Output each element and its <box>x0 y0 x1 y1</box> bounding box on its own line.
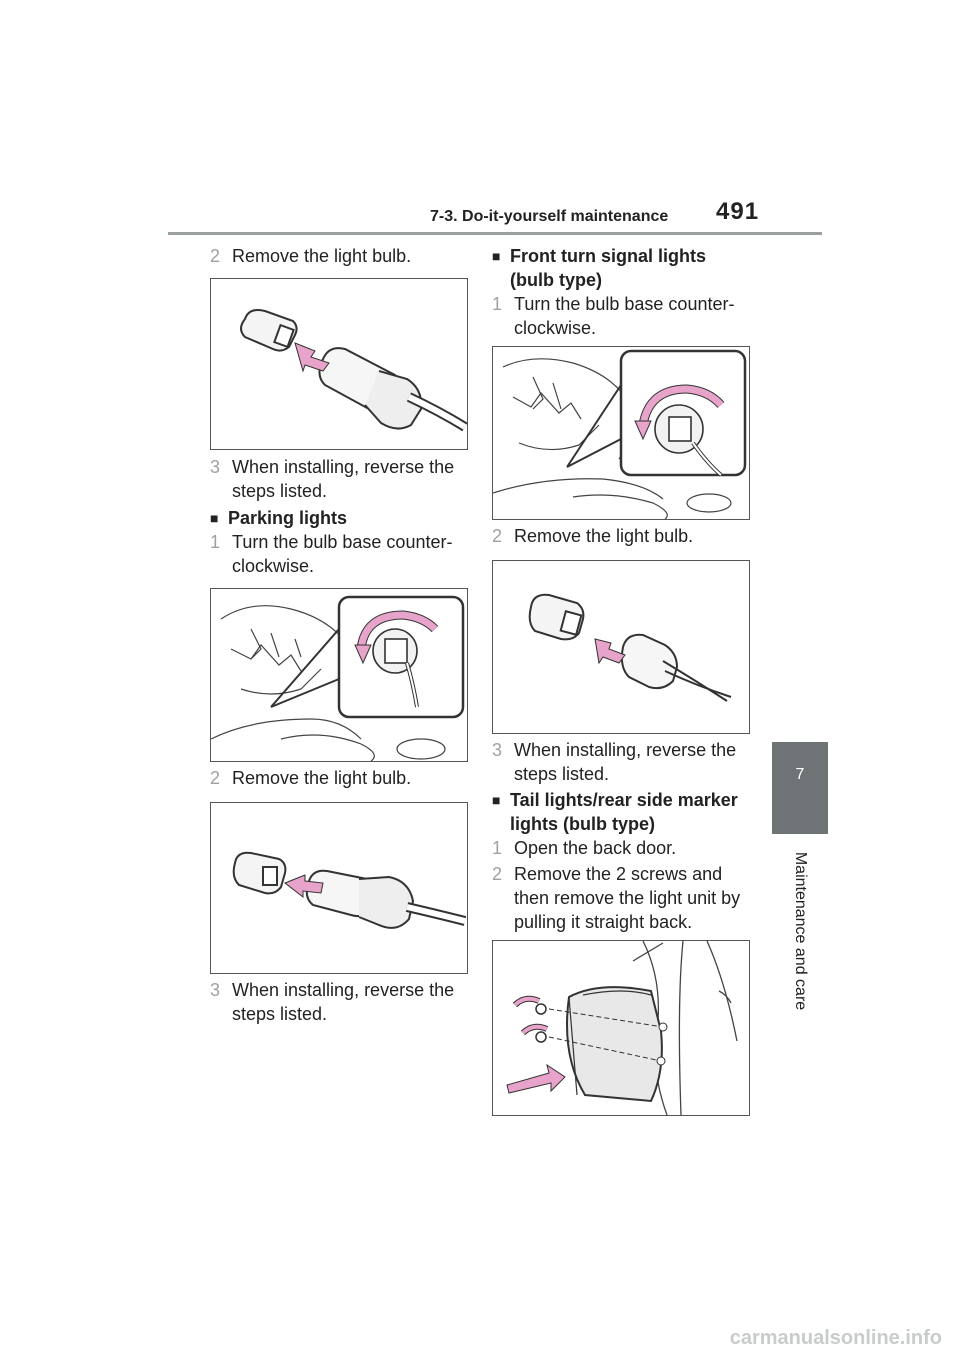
left-step-reverse-2: 3 When installing, reverse the steps list… <box>210 978 470 1026</box>
right-step-open-door: 1 Open the back door. <box>492 836 752 860</box>
heading-text: Parking lights <box>228 508 348 528</box>
heading-text: Front turn signal lights (bulb type) <box>510 246 706 290</box>
left-step-remove-bulb: 2 Remove the light bulb. <box>210 244 470 268</box>
watermark: carmanualsonline.info <box>729 1327 942 1349</box>
right-step-reverse: 3 When installing, reverse the steps list… <box>492 738 752 786</box>
step-text: Open the back door. <box>514 838 677 858</box>
chapter-label-container: Maintenance and care <box>772 846 828 1016</box>
right-step-remove-bulb: 2 Remove the light bulb. <box>492 524 752 548</box>
figure-remove-bulb-1 <box>210 278 468 450</box>
right-heading-tail: ■ Tail lights/rear side marker lights (bu… <box>492 788 752 836</box>
step-text: When installing, reverse the steps liste… <box>514 740 737 784</box>
left-step-reverse-1: 3 When installing, reverse the steps list… <box>210 455 470 503</box>
step-text: Remove the light bulb. <box>514 526 694 546</box>
step-text: Turn the bulb base counter-clockwise. <box>514 294 735 338</box>
left-step-turn-base: 1 Turn the bulb base counter-clockwise. <box>210 530 470 578</box>
step-number: 1 <box>492 838 503 858</box>
left-step-remove-bulb-2: 2 Remove the light bulb. <box>210 766 470 790</box>
step-number: 1 <box>492 294 503 314</box>
heading-bullet-icon: ■ <box>492 792 501 808</box>
figure-front-turn-base <box>492 346 750 520</box>
figure-tail-light-removal <box>492 940 750 1116</box>
step-number: 2 <box>210 246 221 266</box>
heading-bullet-icon: ■ <box>492 248 501 264</box>
figure-parking-turn-base <box>210 588 468 762</box>
step-number: 3 <box>492 740 503 760</box>
section-title: 7-3. Do-it-yourself maintenance <box>430 208 669 225</box>
header-divider <box>168 232 822 235</box>
heading-bullet-icon: ■ <box>210 510 219 526</box>
step-text: When installing, reverse the steps liste… <box>232 457 455 501</box>
right-heading-front-turn: ■ Front turn signal lights (bulb type) <box>492 244 752 292</box>
step-text: Remove the light bulb. <box>232 768 412 788</box>
heading-text: Tail lights/rear side marker lights (bul… <box>510 790 738 834</box>
step-text: When installing, reverse the steps liste… <box>232 980 455 1024</box>
chapter-label: Maintenance and care <box>792 851 809 1011</box>
step-text: Turn the bulb base counter-clockwise. <box>232 532 453 576</box>
chapter-number: 7 <box>795 766 805 783</box>
page-number: 491 <box>716 198 760 225</box>
figure-remove-bulb-2 <box>210 802 468 974</box>
right-step-remove-screws: 2 Remove the 2 screws and then remove the… <box>492 862 752 934</box>
step-number: 3 <box>210 457 221 477</box>
step-number: 3 <box>210 980 221 1000</box>
step-text: Remove the light bulb. <box>232 246 412 266</box>
chapter-tab[interactable]: 7 <box>772 742 828 834</box>
left-heading-parking: ■ Parking lights <box>210 506 470 530</box>
figure-front-remove-bulb <box>492 560 750 734</box>
step-number: 2 <box>492 864 503 884</box>
step-number: 1 <box>210 532 221 552</box>
step-text: Remove the 2 screws and then remove the … <box>514 864 741 932</box>
step-number: 2 <box>210 768 221 788</box>
right-step-turn-base: 1 Turn the bulb base counter-clockwise. <box>492 292 752 340</box>
step-number: 2 <box>492 526 503 546</box>
